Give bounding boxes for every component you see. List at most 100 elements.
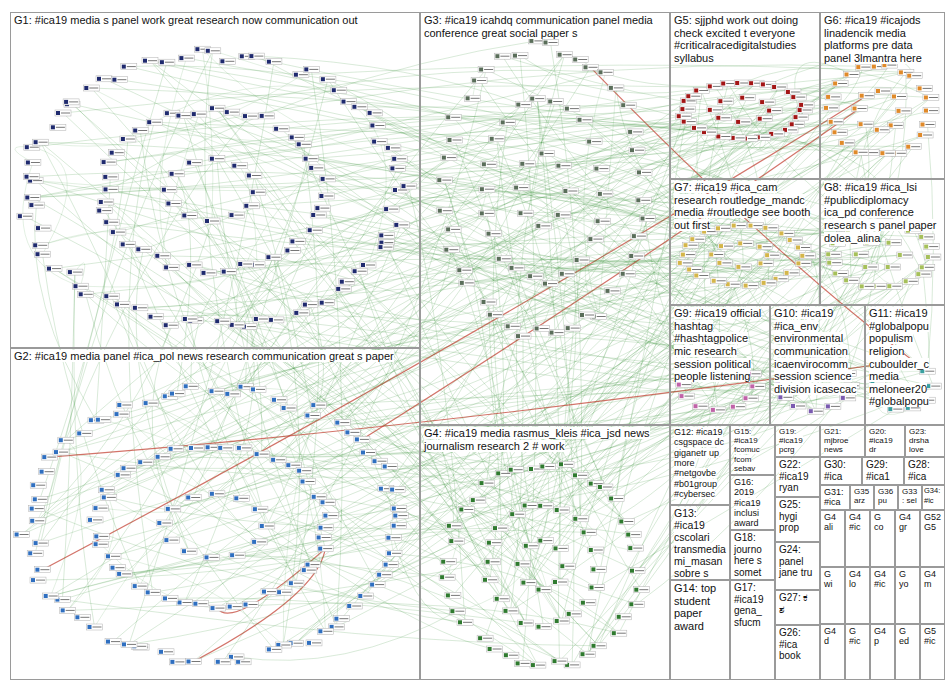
vertex-tag (527, 273, 543, 279)
vertex-tag (679, 106, 695, 112)
vertex-icon (184, 384, 188, 388)
vertex-tag (93, 533, 109, 539)
vertex-tag (481, 161, 497, 167)
vertex-icon (390, 488, 394, 492)
vertex-tag (591, 643, 607, 649)
vertex-icon (33, 243, 37, 247)
vertex-icon (247, 174, 251, 178)
vertex-icon (744, 284, 748, 288)
vertex-icon (342, 100, 346, 104)
vertex-tag (529, 96, 545, 102)
vertex-tag (580, 600, 596, 606)
vertex-icon (96, 418, 100, 422)
tie-line (756, 83, 903, 111)
vertex-icon (735, 81, 739, 85)
vertex-icon (845, 73, 849, 77)
vertex-icon (358, 594, 362, 598)
vertex-tag (391, 156, 407, 162)
vertex-name-mark (779, 278, 788, 279)
vertex-name-mark (111, 556, 120, 557)
vertex-tag (250, 189, 266, 195)
vertex-icon (487, 232, 491, 236)
vertex-icon (321, 500, 325, 504)
vertex-tag (628, 253, 644, 259)
vertex-icon (392, 524, 396, 528)
vertex-tag (459, 280, 475, 286)
vertex-name-mark (925, 267, 934, 268)
vertex-tag (441, 155, 457, 161)
vertex-icon (785, 271, 789, 275)
vertex-tag (87, 624, 103, 630)
vertex-tag (477, 635, 493, 641)
vertex-tag (322, 513, 338, 519)
vertex-icon (315, 206, 319, 210)
vertex-name-mark (487, 302, 496, 303)
tie-line (301, 132, 635, 313)
vertex-tag (843, 277, 859, 283)
vertex-name-mark (770, 255, 779, 256)
vertex-icon (187, 161, 191, 165)
vertex-name-mark (699, 275, 708, 276)
vertex-name-mark (255, 264, 264, 265)
vertex-tag (243, 203, 259, 209)
vertex-tag (83, 85, 99, 91)
tie-line (101, 544, 251, 608)
vertex-name-mark (252, 175, 261, 176)
tie-line (41, 142, 841, 273)
vertex-name-mark (597, 645, 606, 646)
vertex-icon (183, 317, 187, 321)
vertex-icon (510, 266, 514, 270)
vertex-icon (36, 226, 40, 230)
vertex-tag (99, 487, 115, 493)
tie-line (111, 41, 537, 190)
vertex-name-mark (294, 643, 303, 644)
vertex-icon (556, 164, 560, 168)
vertex-name-mark (832, 262, 841, 263)
tie-line (109, 105, 629, 162)
vertex-icon (554, 546, 558, 550)
vertex-name-mark (309, 158, 318, 159)
vertex-name-mark (491, 561, 500, 562)
vertex-icon (566, 326, 570, 330)
vertex-icon (758, 117, 762, 121)
vertex-icon (516, 103, 520, 107)
vertex-name-mark (391, 537, 400, 538)
vertex-icon (580, 313, 584, 317)
vertex-name-mark (521, 336, 530, 337)
vertex-name-mark (324, 196, 333, 197)
vertex-tag (303, 66, 319, 72)
vertex-tag (165, 201, 181, 207)
vertex-name-mark (624, 521, 633, 522)
vertex-name-mark (241, 661, 250, 662)
vertex-name-mark (221, 661, 230, 662)
vertex-name-mark (247, 326, 256, 327)
vertex-tag (268, 317, 284, 323)
vertex-icon (565, 107, 569, 111)
tie-line (511, 371, 691, 611)
vertex-tag (254, 451, 270, 457)
vertex-name-mark (597, 316, 606, 317)
vertex-name-mark (799, 117, 808, 118)
vertex-icon (920, 265, 924, 269)
vertex-icon (628, 546, 632, 550)
vertex-name-mark (859, 152, 868, 153)
vertex-name-mark (235, 324, 244, 325)
vertex-icon (392, 507, 396, 511)
vertex-icon (335, 421, 339, 425)
vertex-icon (619, 520, 623, 524)
vertex-tag (522, 503, 538, 509)
vertex-icon (187, 660, 191, 664)
vertex-tag (209, 105, 225, 111)
vertex-tag (34, 567, 50, 573)
vertex-icon (501, 120, 505, 124)
vertex-icon (244, 204, 248, 208)
vertex-name-mark (31, 162, 40, 163)
vertex-name-mark (23, 216, 32, 217)
vertex-name-mark (686, 254, 695, 255)
vertex-name-mark (509, 610, 518, 611)
vertex-tag (339, 279, 355, 285)
vertex-name-mark (446, 561, 455, 562)
vertex-icon (904, 279, 908, 283)
vertex-icon (146, 590, 150, 594)
vertex-tag (169, 171, 185, 177)
